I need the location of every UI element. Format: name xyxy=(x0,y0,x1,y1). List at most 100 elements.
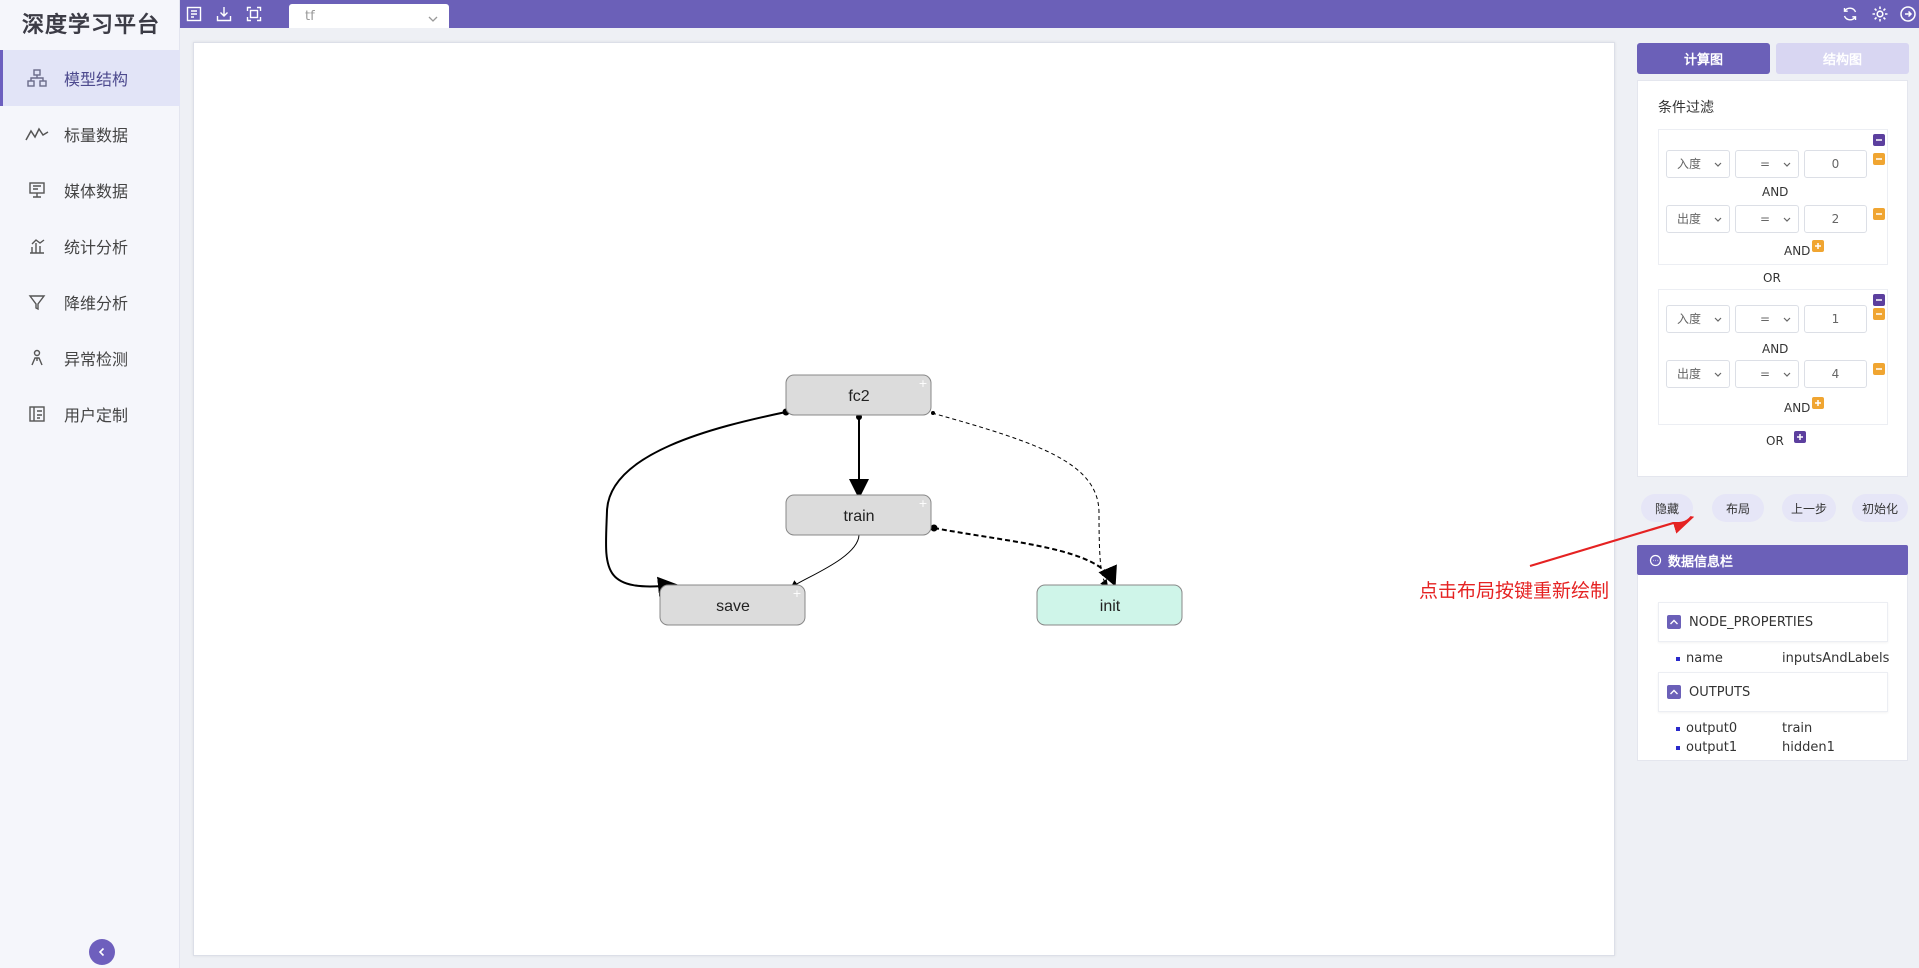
sidebar-collapse-button[interactable] xyxy=(89,939,115,965)
annotation-text: 点击布局按键重新绘制 xyxy=(1419,580,1610,602)
and-label: AND xyxy=(1762,185,1789,199)
and-label: AND xyxy=(1784,401,1811,415)
add-group-icon[interactable] xyxy=(1794,431,1806,443)
sidebar-item-user-custom[interactable]: 用户定制 xyxy=(0,386,180,442)
value-input[interactable]: 4 xyxy=(1804,360,1867,388)
sidebar-item-scalar-data[interactable]: 标量数据 xyxy=(0,106,180,162)
remove-group-icon[interactable] xyxy=(1873,294,1885,306)
anomaly-person-icon xyxy=(24,347,50,369)
chevron-up-icon[interactable] xyxy=(1667,615,1681,629)
scalar-line-icon xyxy=(24,123,50,145)
tab-structure-graph[interactable]: 结构图 xyxy=(1776,43,1909,74)
field-select[interactable]: 入度 xyxy=(1666,150,1730,178)
fit-screen-icon[interactable] xyxy=(245,5,263,23)
upload-icon[interactable] xyxy=(185,5,203,23)
edge-fc2-to-save xyxy=(605,411,787,597)
chevron-down-icon xyxy=(1713,207,1723,233)
node-expand-icon: + xyxy=(918,497,927,510)
download-icon[interactable] xyxy=(215,5,233,23)
chevron-down-icon xyxy=(1713,307,1723,333)
reset-button[interactable]: 初始化 xyxy=(1852,494,1908,522)
operator-select[interactable]: = xyxy=(1735,360,1799,388)
media-monitor-icon xyxy=(24,179,50,201)
custom-panel-icon xyxy=(24,403,50,425)
filter-row: 入度 = 1 xyxy=(1666,305,1896,333)
node-label: init xyxy=(1100,598,1121,615)
remove-group-icon[interactable] xyxy=(1873,134,1885,146)
filter-row: 出度 = 2 xyxy=(1666,205,1896,233)
filter-title: 条件过滤 xyxy=(1658,100,1714,116)
graph-node-fc2[interactable]: fc2 + xyxy=(785,374,932,416)
data-info-panel: NODE_PROPERTIES name inputsAndLabels OUT… xyxy=(1637,575,1908,761)
node-expand-icon: + xyxy=(918,377,927,390)
graph-node-train[interactable]: train + xyxy=(785,494,932,536)
graph-node-init[interactable]: init xyxy=(1036,584,1183,626)
remove-condition-icon[interactable] xyxy=(1873,208,1885,220)
edge-fc2-to-init xyxy=(931,412,1109,588)
chevron-down-icon xyxy=(1782,152,1792,178)
and-label: AND xyxy=(1784,244,1811,258)
sidebar-item-label: 异常检测 xyxy=(64,350,129,369)
property-row: name inputsAndLabels xyxy=(1676,650,1906,668)
add-condition-icon[interactable] xyxy=(1812,397,1824,409)
field-select[interactable]: 出度 xyxy=(1666,205,1730,233)
chevron-down-icon xyxy=(1713,362,1723,388)
sidebar-item-statistics[interactable]: 统计分析 xyxy=(0,218,180,274)
or-label: OR xyxy=(1763,271,1781,285)
field-select[interactable]: 出度 xyxy=(1666,360,1730,388)
graph-node-save[interactable]: save + xyxy=(659,584,806,626)
sidebar-item-model-structure[interactable]: 模型结构 xyxy=(0,50,180,106)
remove-condition-icon[interactable] xyxy=(1873,308,1885,320)
operator-select[interactable]: = xyxy=(1735,205,1799,233)
sidebar-item-anomaly-detection[interactable]: 异常检测 xyxy=(0,330,180,386)
chevron-down-icon[interactable] xyxy=(427,8,439,34)
settings-icon[interactable] xyxy=(1871,5,1889,23)
node-label: save xyxy=(716,598,750,615)
tab-computation-graph[interactable]: 计算图 xyxy=(1637,43,1770,74)
chevron-left-icon xyxy=(98,947,105,957)
funnel-icon xyxy=(24,291,50,313)
sidebar-item-label: 用户定制 xyxy=(64,406,129,425)
sidebar-item-label: 降维分析 xyxy=(64,294,129,313)
sidebar-item-dimension-reduction[interactable]: 降维分析 xyxy=(0,274,180,330)
operator-select[interactable]: = xyxy=(1735,150,1799,178)
field-select[interactable]: 入度 xyxy=(1666,305,1730,333)
graph-svg: fc2 + train + save + init xyxy=(605,374,1183,626)
filter-row: 出度 = 4 xyxy=(1666,360,1896,388)
and-label: AND xyxy=(1762,342,1789,356)
app-title: 深度学习平台 xyxy=(22,13,161,38)
filter-group: 入度 = 1 AND 出度 = 4 AND xyxy=(1658,289,1888,425)
tab-label: tf xyxy=(305,9,315,24)
chevron-down-icon xyxy=(1713,152,1723,178)
edge-train-to-save xyxy=(790,534,860,589)
value-input[interactable]: 2 xyxy=(1804,205,1867,233)
filter-row: 入度 = 0 xyxy=(1666,150,1896,178)
value-input[interactable]: 1 xyxy=(1804,305,1867,333)
info-chat-icon xyxy=(1649,554,1662,567)
chevron-down-icon xyxy=(1782,362,1792,388)
section-node-properties[interactable]: NODE_PROPERTIES xyxy=(1658,602,1888,642)
node-label: fc2 xyxy=(848,388,869,405)
data-info-header[interactable]: 数据信息栏 xyxy=(1637,545,1908,575)
hide-button[interactable]: 隐藏 xyxy=(1641,494,1693,522)
value-input[interactable]: 0 xyxy=(1804,150,1867,178)
property-row: output1 hidden1 xyxy=(1676,739,1906,757)
layout-button[interactable]: 布局 xyxy=(1712,494,1764,522)
graph-canvas[interactable]: fc2 + train + save + init xyxy=(193,42,1615,956)
sidebar-item-label: 标量数据 xyxy=(64,126,129,145)
or-label: OR xyxy=(1766,434,1784,448)
tab-tf[interactable]: tf xyxy=(289,4,449,28)
remove-condition-icon[interactable] xyxy=(1873,363,1885,375)
undo-button[interactable]: 上一步 xyxy=(1782,494,1836,522)
add-condition-icon[interactable] xyxy=(1812,240,1824,252)
chevron-up-icon[interactable] xyxy=(1667,685,1681,699)
sidebar-item-media-data[interactable]: 媒体数据 xyxy=(0,162,180,218)
refresh-icon[interactable] xyxy=(1841,5,1859,23)
chevron-down-icon xyxy=(1782,307,1792,333)
filter-group: 入度 = 0 AND 出度 = 2 AND xyxy=(1658,129,1888,265)
section-outputs[interactable]: OUTPUTS xyxy=(1658,672,1888,712)
remove-condition-icon[interactable] xyxy=(1873,153,1885,165)
operator-select[interactable]: = xyxy=(1735,305,1799,333)
export-icon[interactable] xyxy=(1899,5,1917,23)
condition-filter-panel: 条件过滤 入度 = 0 AND 出度 = 2 AND OR 入度 = 1 AND xyxy=(1637,80,1908,477)
